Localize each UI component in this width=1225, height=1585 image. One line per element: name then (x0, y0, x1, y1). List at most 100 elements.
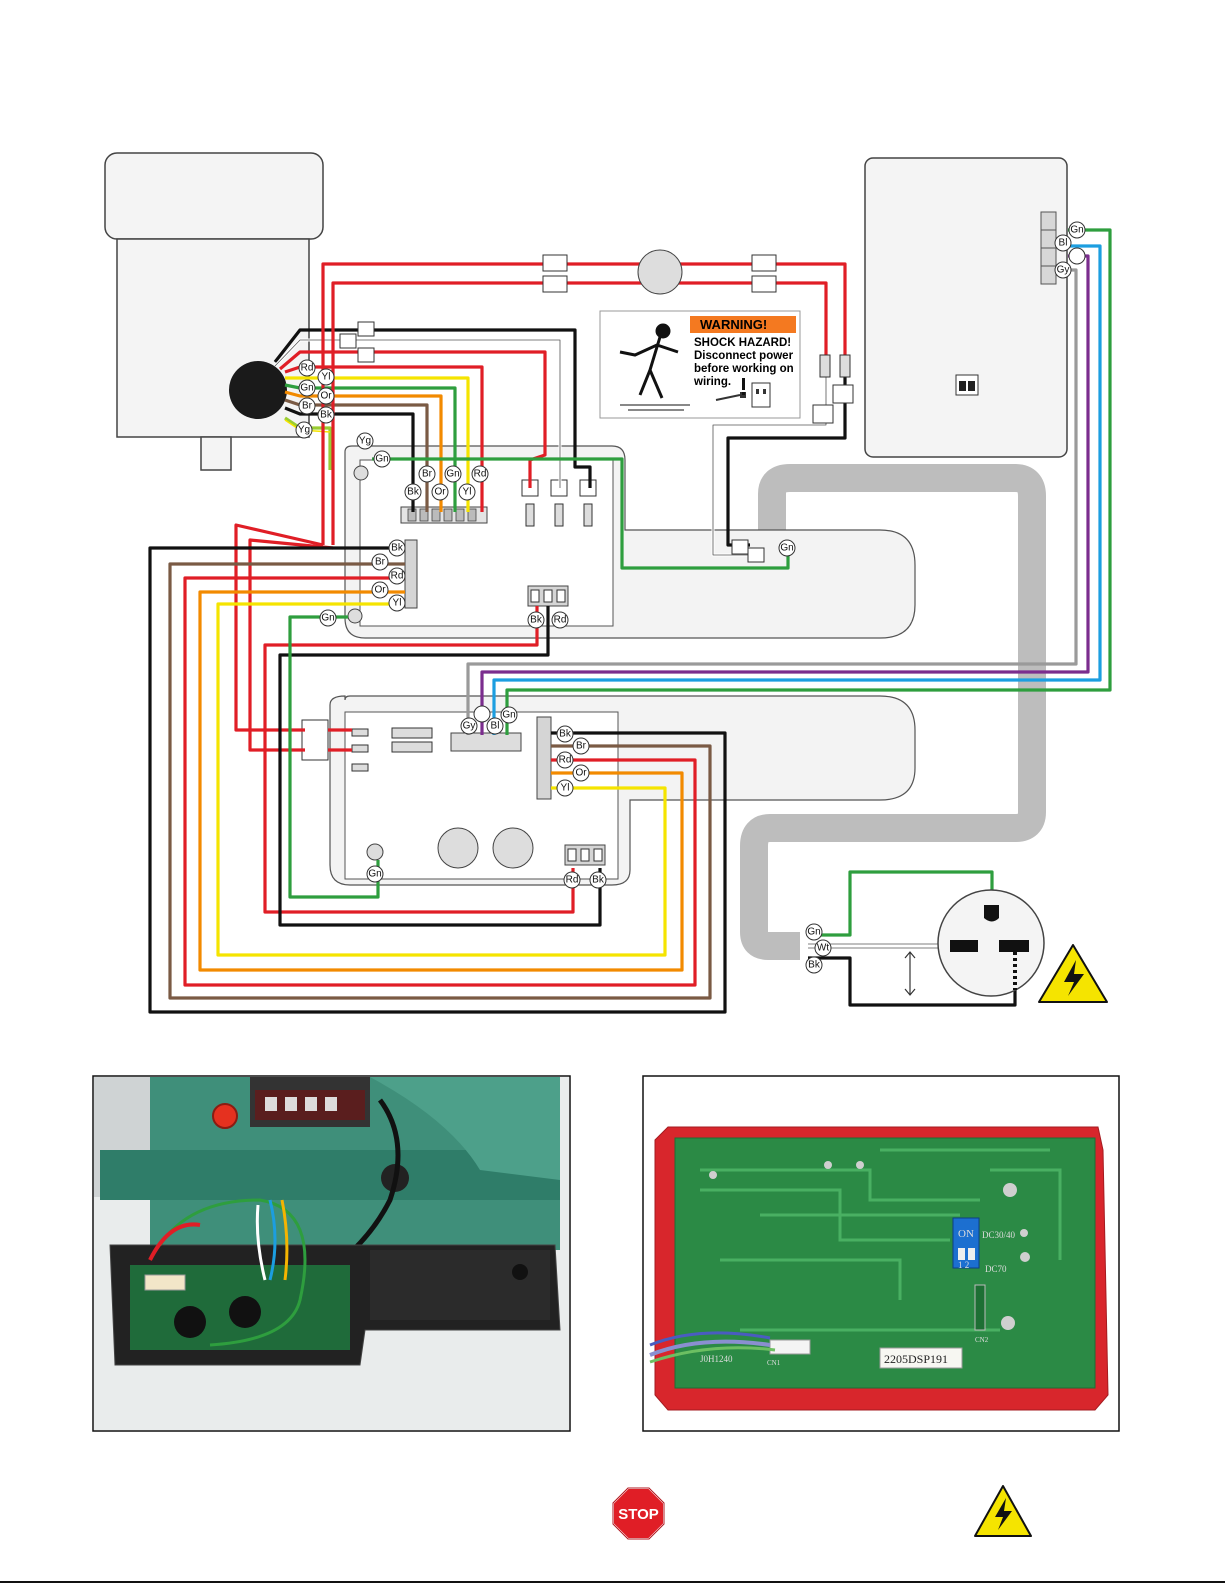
box1-tag-gn2: Gn (445, 466, 461, 482)
cord-tag-wt: Wt (815, 940, 831, 956)
photo-control-pcb: ON 1 2 DC30/40 DC70 CN2 2205DSP191 J0H12… (643, 1076, 1119, 1431)
cord-tag-gn: Gn (806, 924, 822, 940)
dc-label-1: DC30/40 (982, 1230, 1016, 1240)
svg-text:Yl: Yl (463, 487, 472, 498)
svg-text:Gn: Gn (300, 383, 313, 394)
warning-line-2: before working on (694, 363, 794, 375)
motor-junction-icon (229, 361, 287, 419)
svg-text:Or: Or (434, 487, 446, 498)
svg-text:Rd: Rd (559, 755, 572, 766)
photo-electrical-box (93, 1076, 570, 1431)
shock-hazard-warning-label: WARNING! SHOCK HAZARD! Disconnect power … (600, 311, 800, 418)
box2-power-tag-bk: Bk (590, 872, 606, 888)
svg-text:Bl: Bl (1059, 238, 1068, 249)
box2-side-tag-br: Br (573, 738, 589, 754)
svg-text:Bl: Bl (491, 721, 500, 732)
svg-text:Gn: Gn (446, 469, 459, 480)
control-panel-box (865, 158, 1067, 457)
svg-text:Gn: Gn (368, 869, 381, 880)
box1-side-tag-yl: Yl (389, 595, 405, 611)
box2-tag-ground-gn: Gn (367, 866, 383, 882)
svg-text:Yl: Yl (393, 598, 402, 609)
svg-text:Wt: Wt (817, 943, 829, 954)
svg-text:Or: Or (320, 391, 332, 402)
box1-power-tag-rd: Rd (552, 612, 568, 628)
warning-line-1: Disconnect power (694, 350, 794, 362)
warning-heading: SHOCK HAZARD! (694, 337, 791, 349)
pcb-board-code: J0H1240 (700, 1354, 733, 1364)
svg-text:Yg: Yg (359, 436, 371, 447)
svg-text:Yg: Yg (298, 425, 310, 436)
power-plug-icon (905, 890, 1044, 996)
svg-text:Bk: Bk (592, 875, 605, 886)
svg-text:Br: Br (302, 401, 313, 412)
stop-sign-icon: STOP (613, 1488, 664, 1539)
pcb-part-number: 2205DSP191 (884, 1352, 948, 1366)
svg-text:Rd: Rd (391, 571, 404, 582)
svg-text:Yl: Yl (561, 783, 570, 794)
svg-text:Gn: Gn (1070, 225, 1083, 236)
box1-tag-or: Or (432, 484, 448, 500)
box1-lower-tag-gn: Gn (320, 610, 336, 626)
page-bottom-rule (0, 1581, 1225, 1583)
box1-side-tag-bk: Bk (389, 540, 405, 556)
dip-switch-numbers: 1 2 (958, 1260, 969, 1270)
box2-tag-gn: Gn (501, 707, 517, 723)
box2-tag-bl: Bl (487, 718, 503, 734)
svg-text:Rd: Rd (301, 363, 314, 374)
motor-tag-bk: Bk (318, 407, 334, 423)
svg-text:Bk: Bk (530, 615, 543, 626)
box1-side-tag-rd: Rd (389, 568, 405, 584)
motor-tag-rd: Rd (299, 360, 315, 376)
ground-screw-icon (354, 466, 368, 480)
svg-text:Bk: Bk (808, 960, 821, 971)
svg-text:Gn: Gn (807, 927, 820, 938)
motor-tag-or: Or (318, 388, 334, 404)
svg-text:Br: Br (375, 557, 386, 568)
svg-text:Br: Br (422, 469, 433, 480)
svg-text:Or: Or (374, 585, 386, 596)
svg-text:Rd: Rd (554, 615, 567, 626)
box2-power-tag-rd: Rd (564, 872, 580, 888)
svg-text:Gn: Gn (375, 454, 388, 465)
electrical-hazard-icon (1039, 945, 1107, 1002)
box1-tag-rd: Rd (472, 466, 488, 482)
svg-text:Rd: Rd (566, 875, 579, 886)
svg-text:Or: Or (575, 768, 587, 779)
svg-text:Bk: Bk (559, 729, 572, 740)
box1-power-tag-bk: Bk (528, 612, 544, 628)
box1-tag-br: Br (419, 466, 435, 482)
svg-text:Bk: Bk (391, 543, 404, 554)
motor-tag-br: Br (299, 398, 315, 414)
dc-label-2: DC70 (985, 1264, 1007, 1274)
svg-text:Gn: Gn (502, 710, 515, 721)
box2-side-tag-or: Or (573, 765, 589, 781)
box2-side-tag-rd: Rd (557, 752, 573, 768)
box1-tag-bk: Bk (405, 484, 421, 500)
box2-tag-gy: Gy (461, 718, 477, 734)
svg-text:Gn: Gn (321, 613, 334, 624)
svg-text:Bk: Bk (320, 410, 333, 421)
motor-tag-yl: Yl (318, 369, 334, 385)
cord-tag-bk: Bk (806, 957, 822, 973)
box1-tag-yg: Yg (357, 433, 373, 449)
electrical-box-2 (302, 696, 915, 885)
ground-screw-icon (348, 609, 362, 623)
connector-label-cn1: CN1 (767, 1359, 781, 1367)
svg-text:Gy: Gy (1057, 265, 1070, 276)
warning-line-3: wiring. (693, 376, 731, 388)
box1-tag-yl: Yl (459, 484, 475, 500)
box1-tag-gn: Gn (374, 451, 390, 467)
box1-side-tag-or: Or (372, 582, 388, 598)
svg-text:Br: Br (576, 741, 587, 752)
svg-text:Bk: Bk (407, 487, 420, 498)
svg-text:Yl: Yl (322, 372, 331, 383)
box2-side-tag-yl: Yl (557, 780, 573, 796)
stop-sign-text: STOP (618, 1506, 659, 1523)
motor-tag-gn: Gn (299, 380, 315, 396)
svg-text:Gy: Gy (463, 721, 476, 732)
motor-tag-yg: Yg (296, 422, 312, 438)
ground-screw-icon (367, 844, 383, 860)
box1-side-tag-br: Br (372, 554, 388, 570)
